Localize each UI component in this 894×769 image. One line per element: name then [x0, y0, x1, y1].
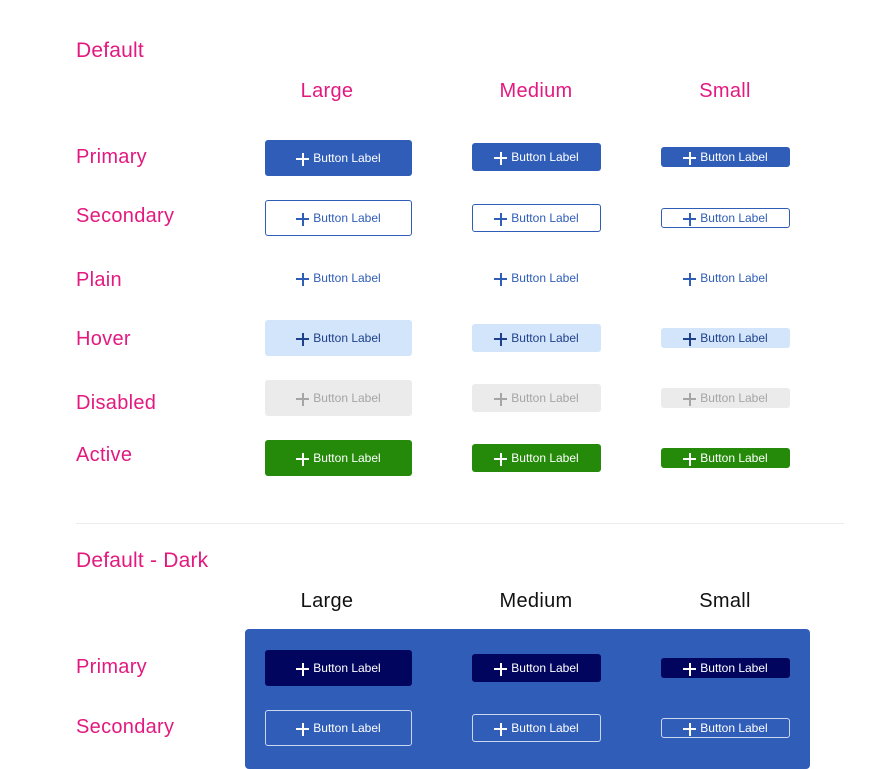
button-label: Button Label — [700, 150, 768, 164]
button-label: Button Label — [313, 391, 381, 405]
dark-secondary-button-large[interactable]: Button Label — [265, 710, 412, 746]
active-button-small[interactable]: Button Label — [661, 448, 790, 468]
button-label: Button Label — [700, 451, 768, 465]
dark-column-header-large: Large — [300, 590, 354, 612]
button-label: Button Label — [511, 150, 579, 164]
button-label: Button Label — [700, 271, 768, 285]
plain-button-large[interactable]: Button Label — [265, 260, 412, 296]
plus-icon — [494, 392, 508, 406]
plus-icon — [683, 392, 697, 406]
button-label: Button Label — [511, 451, 579, 465]
section-title-dark: Default - Dark — [76, 549, 209, 572]
plus-icon — [683, 272, 697, 286]
button-label: Button Label — [313, 151, 381, 165]
disabled-button-medium: Button Label — [472, 384, 601, 412]
row-label-disabled: Disabled — [76, 392, 157, 414]
primary-button-medium[interactable]: Button Label — [472, 143, 601, 171]
secondary-button-large[interactable]: Button Label — [265, 200, 412, 236]
hover-button-small[interactable]: Button Label — [661, 328, 790, 348]
plus-icon — [296, 332, 310, 346]
disabled-button-large: Button Label — [265, 380, 412, 416]
dark-secondary-button-small[interactable]: Button Label — [661, 718, 790, 738]
dark-row-label-primary: Primary — [76, 656, 147, 678]
plus-icon — [683, 722, 697, 736]
row-label-plain: Plain — [76, 269, 122, 291]
plus-icon — [494, 452, 508, 466]
button-label: Button Label — [313, 721, 381, 735]
button-label: Button Label — [700, 211, 768, 225]
dark-row-label-secondary: Secondary — [76, 716, 175, 738]
disabled-button-small: Button Label — [661, 388, 790, 408]
dark-column-header-small: Small — [699, 590, 751, 612]
button-label: Button Label — [313, 331, 381, 345]
active-button-medium[interactable]: Button Label — [472, 444, 601, 472]
button-label: Button Label — [511, 721, 579, 735]
hover-button-large[interactable]: Button Label — [265, 320, 412, 356]
button-label: Button Label — [313, 661, 381, 675]
plus-icon — [683, 151, 697, 165]
column-header-large: Large — [300, 80, 354, 102]
secondary-button-medium[interactable]: Button Label — [472, 204, 601, 232]
dark-primary-button-large[interactable]: Button Label — [265, 650, 412, 686]
button-label: Button Label — [511, 391, 579, 405]
plain-button-small[interactable]: Button Label — [661, 268, 790, 288]
plus-icon — [494, 662, 508, 676]
plain-button-medium[interactable]: Button Label — [472, 264, 601, 292]
section-title-default: Default — [76, 39, 144, 62]
column-header-small: Small — [699, 80, 751, 102]
button-label: Button Label — [700, 721, 768, 735]
plus-icon — [296, 452, 310, 466]
plus-icon — [296, 272, 310, 286]
plus-icon — [494, 332, 508, 346]
dark-column-header-medium: Medium — [499, 590, 573, 612]
plus-icon — [683, 212, 697, 226]
dark-primary-button-medium[interactable]: Button Label — [472, 654, 601, 682]
plus-icon — [296, 392, 310, 406]
plus-icon — [296, 662, 310, 676]
plus-icon — [683, 452, 697, 466]
plus-icon — [296, 212, 310, 226]
button-label: Button Label — [511, 211, 579, 225]
button-label: Button Label — [511, 271, 579, 285]
hover-button-medium[interactable]: Button Label — [472, 324, 601, 352]
primary-button-small[interactable]: Button Label — [661, 147, 790, 167]
row-label-primary: Primary — [76, 146, 147, 168]
dark-secondary-button-medium[interactable]: Button Label — [472, 714, 601, 742]
button-label: Button Label — [700, 661, 768, 675]
button-label: Button Label — [313, 271, 381, 285]
row-label-secondary: Secondary — [76, 205, 175, 227]
plus-icon — [683, 332, 697, 346]
plus-icon — [494, 722, 508, 736]
button-label: Button Label — [700, 331, 768, 345]
dark-primary-button-small[interactable]: Button Label — [661, 658, 790, 678]
active-button-large[interactable]: Button Label — [265, 440, 412, 476]
section-divider — [76, 523, 844, 524]
row-label-active: Active — [76, 444, 133, 466]
button-label: Button Label — [313, 451, 381, 465]
column-header-medium: Medium — [499, 80, 573, 102]
plus-icon — [494, 272, 508, 286]
button-label: Button Label — [313, 211, 381, 225]
primary-button-large[interactable]: Button Label — [265, 140, 412, 176]
button-label: Button Label — [511, 661, 579, 675]
plus-icon — [296, 722, 310, 736]
secondary-button-small[interactable]: Button Label — [661, 208, 790, 228]
row-label-hover: Hover — [76, 328, 131, 350]
button-label: Button Label — [511, 331, 579, 345]
plus-icon — [683, 662, 697, 676]
plus-icon — [494, 212, 508, 226]
plus-icon — [494, 151, 508, 165]
plus-icon — [296, 152, 310, 166]
button-label: Button Label — [700, 391, 768, 405]
